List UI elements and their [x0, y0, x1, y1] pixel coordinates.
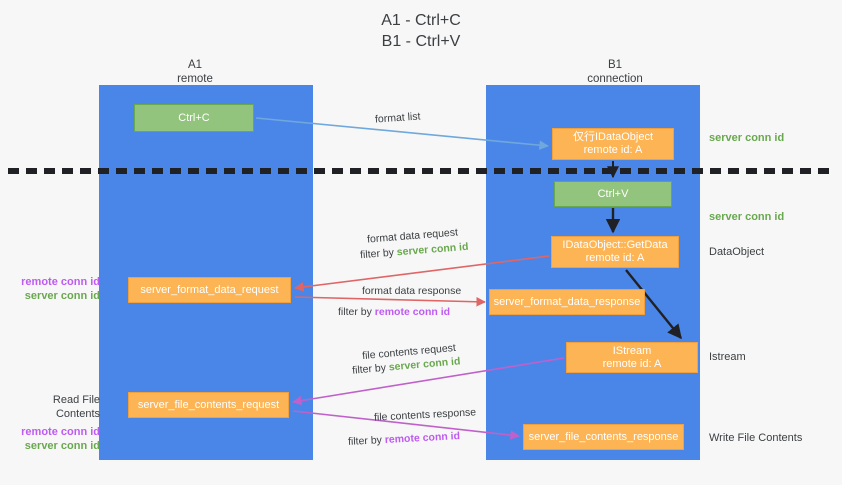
filter-prefix: filter by [359, 246, 398, 262]
label-format-data-response: format data response [362, 285, 462, 297]
label-read-file-contents: Read File Contents [52, 394, 100, 420]
label-server-conn-id: server conn id [24, 440, 100, 452]
right-label-istream: Istream [709, 351, 746, 363]
label-remote-conn-id: remote conn id [21, 276, 100, 288]
label-server-conn-id: server conn id [24, 290, 100, 302]
right-label-server-conn-id-top: server conn id [709, 132, 785, 144]
page-title: A1 - Ctrl+C B1 - Ctrl+V [381, 12, 461, 50]
label-file-contents-response-filter: filter by remote conn id [348, 429, 461, 449]
filter-prefix: filter by [347, 434, 386, 448]
box-server-file-contents-request[interactable]: server_file_contents_request [128, 392, 289, 418]
filter-value-remote-conn-id: remote conn id [374, 306, 451, 318]
filter-prefix: filter by [338, 306, 375, 318]
right-label-server-conn-id-mid: server conn id [709, 211, 785, 223]
label-format-data-response-filter: filter by remote conn id [338, 305, 450, 319]
box-ctrl-c[interactable]: Ctrl+C [134, 104, 254, 132]
box-server-file-contents-response[interactable]: server_file_contents_response [523, 424, 684, 450]
lane-header-a1: A1 remote [177, 59, 213, 85]
box-idataobject-getdata[interactable]: IDataObject::GetData remote id: A [551, 236, 679, 268]
phase-divider [8, 168, 834, 174]
box-ctrl-v[interactable]: Ctrl+V [554, 181, 672, 207]
left-labels-format: remote conn id server conn id [8, 275, 100, 303]
label-remote-conn-id: remote conn id [21, 426, 100, 438]
filter-value-remote-conn-id: remote conn id [384, 430, 461, 446]
box-server-format-data-request[interactable]: server_format_data_request [128, 277, 291, 303]
lane-header-b1: B1 connection [587, 59, 643, 85]
box-istream[interactable]: IStream remote id: A [566, 342, 698, 373]
right-label-data-object: DataObject [709, 246, 765, 258]
left-labels-file: Read File Contents remote conn id server… [8, 393, 100, 453]
label-format-list: format list [374, 110, 421, 126]
right-label-write-file-contents: Write File Contents [709, 432, 803, 444]
box-server-format-data-response[interactable]: server_format_data_response [489, 289, 645, 315]
label-file-contents-response: file contents response [373, 406, 477, 424]
filter-prefix: filter by [351, 361, 390, 377]
box-idataobject[interactable]: 仅行IDataObject remote id: A [552, 128, 674, 160]
